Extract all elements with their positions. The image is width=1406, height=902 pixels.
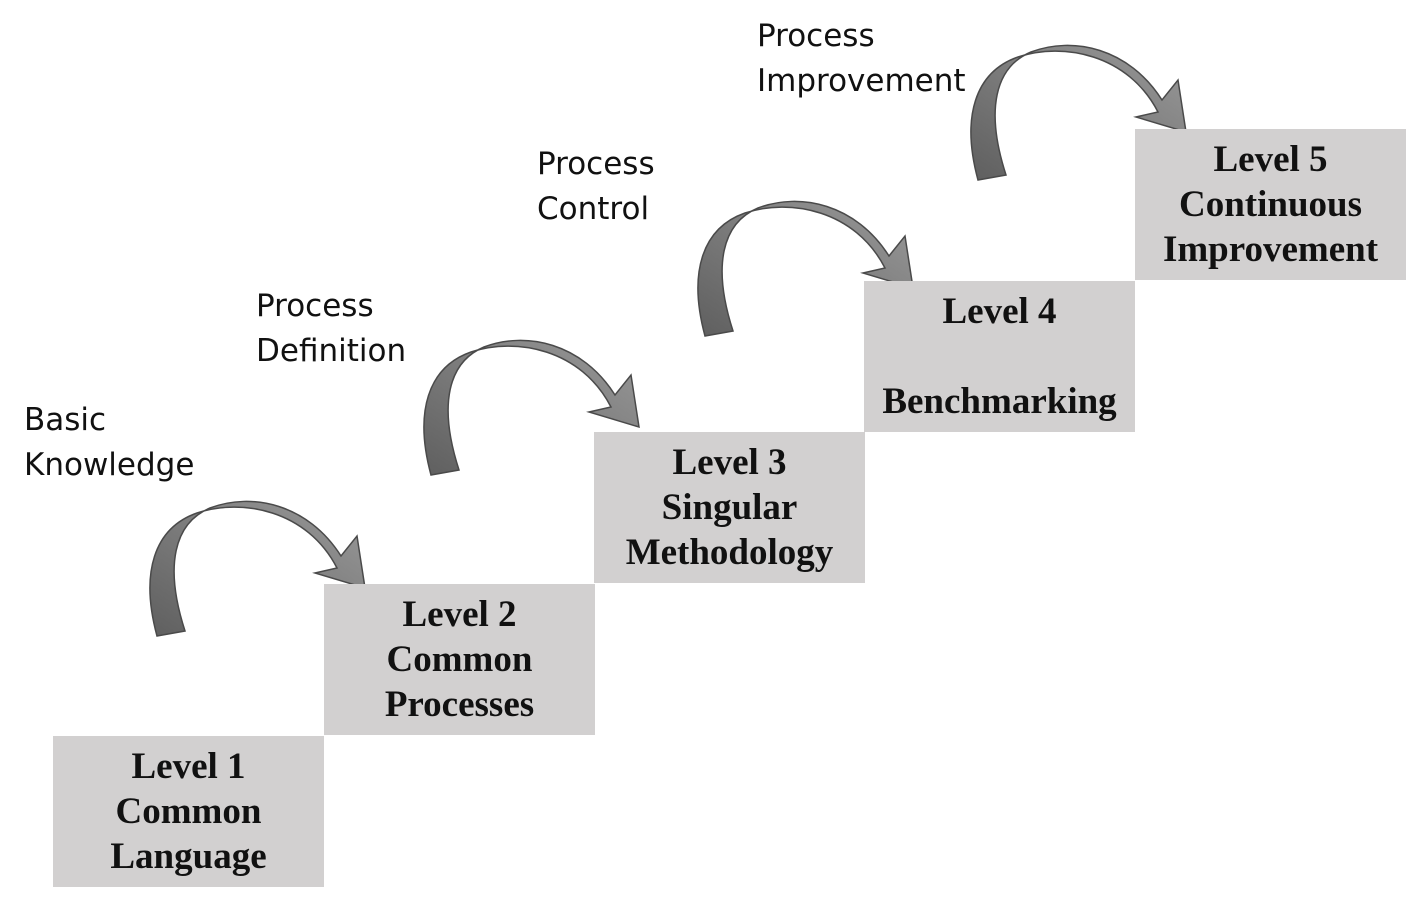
phase-line: Basic (24, 402, 107, 438)
step-line: Common (386, 639, 533, 680)
step-line: Level 3 (672, 442, 787, 483)
phase-line: Definition (256, 333, 407, 369)
step-line: Methodology (625, 532, 834, 573)
phase-line: Process (537, 146, 655, 182)
phase-line: Improvement (757, 63, 966, 99)
step-line: Improvement (1162, 229, 1379, 270)
step-line: Level 2 (402, 594, 517, 635)
phase-line: Knowledge (24, 447, 195, 483)
phase-line: Process (256, 288, 374, 324)
level-2-step: Level 2 Common Processes (324, 584, 595, 735)
phase-label-process-improvement: Process Improvement (757, 14, 966, 104)
phase-label-process-definition: Process Definition (256, 284, 406, 374)
step-line: Continuous (1178, 184, 1363, 225)
step-line: Level 1 (131, 746, 246, 787)
step-line: Language (110, 836, 267, 877)
step-line: Level 4 (942, 291, 1057, 332)
step-line: Common (115, 791, 262, 832)
phase-line: Control (537, 191, 650, 227)
level-1-step: Level 1 Common Language (53, 736, 324, 887)
level-3-step: Level 3 Singular Methodology (594, 432, 865, 583)
phase-label-process-control: Process Control (537, 142, 655, 232)
step-line: Processes (384, 684, 535, 725)
step-line: Singular (661, 487, 798, 528)
level-5-step: Level 5 Continuous Improvement (1135, 129, 1406, 280)
phase-label-basic-knowledge: Basic Knowledge (24, 398, 194, 488)
level-4-step: Level 4 Benchmarking (864, 281, 1135, 432)
step-line: Benchmarking (882, 381, 1117, 422)
phase-line: Process (757, 18, 875, 54)
step-line: Level 5 (1213, 139, 1328, 180)
